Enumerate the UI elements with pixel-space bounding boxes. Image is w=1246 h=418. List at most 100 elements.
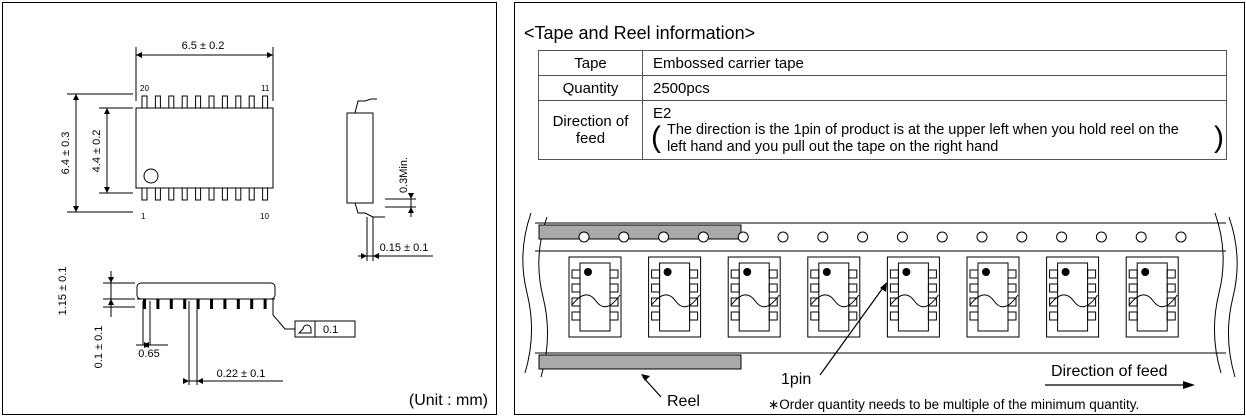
ic-lead: [768, 297, 778, 307]
lead: [223, 299, 227, 309]
ic-lead: [1007, 311, 1017, 321]
front-leads: [143, 299, 267, 309]
ic-lead: [848, 283, 858, 293]
component-pockets: [568, 256, 1179, 338]
dim-package-height: 1.15 ± 0.1: [57, 267, 69, 316]
lead: [195, 187, 202, 201]
lead: [168, 187, 175, 201]
pocket: [727, 256, 781, 338]
tape-curve: [571, 294, 621, 308]
pin1-dot: [663, 268, 672, 276]
ic-lead: [1087, 311, 1097, 321]
tape-curve: [810, 294, 860, 308]
dim-seating: 0.1 ± 0.1: [93, 326, 105, 369]
lead: [208, 187, 215, 201]
pocket: [807, 256, 861, 338]
dim-height-total: 6.4 ± 0.3: [60, 132, 72, 175]
pin1-dot: [902, 268, 911, 276]
dim-width: 6.5 ± 0.2: [182, 40, 225, 52]
sprocket-hole: [1056, 231, 1068, 243]
lead: [183, 299, 187, 309]
lead: [181, 95, 188, 109]
order-quantity-note: ∗Order quantity needs to be multiple of …: [768, 397, 1140, 412]
lead: [141, 95, 148, 109]
pin1-dot: [982, 268, 990, 276]
tape-curve: [890, 294, 939, 308]
ic-lead: [1087, 269, 1097, 279]
ic-lead: [651, 269, 661, 279]
pocket-outline: [727, 256, 781, 338]
ic-lead: [1007, 297, 1017, 307]
ic-lead: [1128, 297, 1138, 307]
lead: [181, 187, 188, 201]
ic-lead: [1166, 269, 1176, 279]
lead: [235, 187, 242, 201]
tape-curve: [1049, 294, 1099, 308]
sprocket-hole: [817, 231, 829, 243]
dim-height-body: 4.4 ± 0.2: [91, 130, 103, 173]
ic-lead: [927, 311, 937, 321]
ic-lead: [889, 297, 899, 307]
pocket-outline: [1125, 256, 1179, 338]
tape-reel-table: Tape Embossed carrier tape Quantity 2500…: [538, 50, 1227, 160]
direction-key: Direction of feed: [538, 100, 643, 160]
ic-lead: [1049, 269, 1059, 279]
lead: [169, 299, 173, 309]
tape-curve: [1128, 294, 1178, 308]
ic-lead: [969, 283, 979, 293]
tape-reel-panel: <Tape and Reel information> Tape Embosse…: [514, 2, 1245, 415]
lead: [263, 299, 267, 309]
pocket-outline: [886, 256, 940, 338]
direction-of-feed-label: Direction of feed: [1051, 363, 1168, 380]
package-body-top-view: [135, 107, 274, 189]
ic-lead: [848, 269, 858, 279]
lead: [208, 95, 215, 109]
ic-lead: [848, 311, 858, 321]
pocket-outline: [966, 256, 1020, 338]
ic-lead: [1166, 311, 1176, 321]
pocket-outline: [648, 256, 702, 338]
ic-lead: [810, 297, 820, 307]
sprocket-hole: [896, 231, 908, 243]
lead: [143, 299, 146, 309]
lead: [236, 299, 240, 309]
direction-code: E2: [653, 104, 672, 122]
lead: [262, 95, 269, 109]
ic-lead: [768, 311, 778, 321]
ic-lead: [571, 269, 581, 279]
sprocket-hole: [578, 231, 590, 243]
pocket-outline: [807, 256, 861, 338]
ic-lead: [571, 297, 581, 307]
sprocket-hole: [737, 231, 749, 243]
pocket: [1046, 256, 1100, 338]
ic-lead: [927, 283, 937, 293]
ic-lead: [730, 311, 740, 321]
reel-label: Reel: [667, 393, 700, 410]
ic-lead: [1128, 283, 1138, 293]
ic-lead: [810, 311, 820, 321]
dim-pitch: 0.65: [138, 348, 159, 360]
lead: [250, 299, 254, 309]
lead: [248, 187, 255, 201]
ic-lead: [571, 311, 581, 321]
ic-lead: [810, 269, 820, 279]
ic-lead: [1166, 297, 1176, 307]
lead: [248, 95, 255, 109]
sprocket-hole: [697, 231, 709, 243]
ic-lead: [1087, 297, 1097, 307]
ic-lead: [689, 297, 699, 307]
sprocket-hole: [777, 231, 789, 243]
tape-reel-title: <Tape and Reel information>: [524, 23, 756, 43]
pin-number-1: 1: [141, 212, 146, 221]
ic-lead: [969, 297, 979, 307]
ic-lead: [889, 269, 899, 279]
ic-lead: [730, 283, 740, 293]
tape-curve: [651, 294, 701, 308]
ic-lead: [730, 297, 740, 307]
ic-lead: [609, 269, 619, 279]
ic-lead: [1049, 283, 1059, 293]
lead: [235, 95, 242, 109]
ic-lead: [1128, 269, 1138, 279]
ic-lead: [927, 297, 937, 307]
